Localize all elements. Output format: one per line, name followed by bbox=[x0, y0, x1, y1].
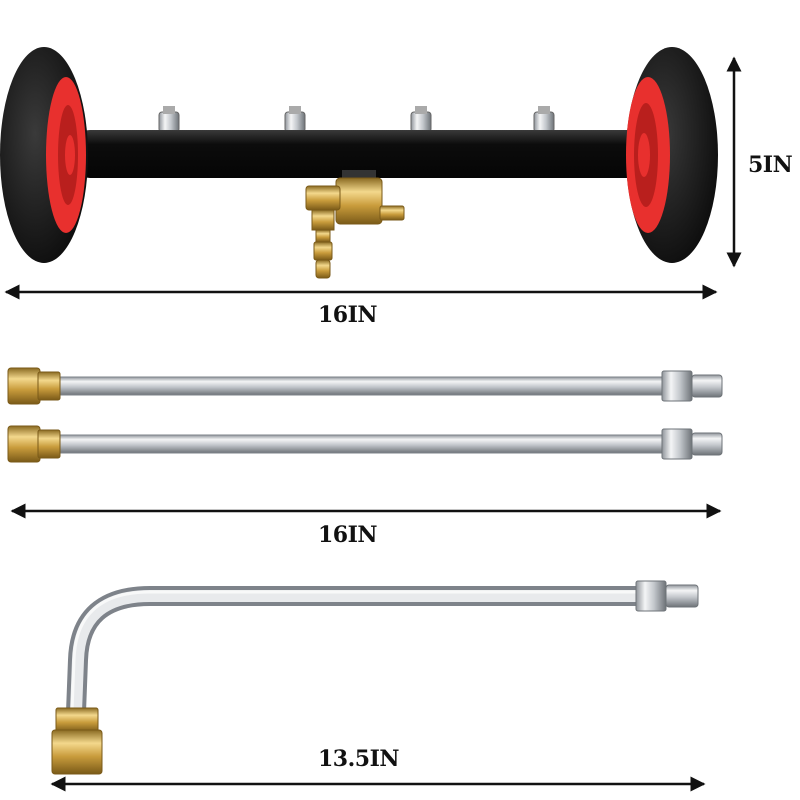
straight-wand-length-label: 16IN bbox=[318, 522, 378, 548]
brass-swivel-fitting bbox=[305, 170, 405, 279]
straight-wand bbox=[7, 367, 723, 405]
spray-bar bbox=[70, 130, 650, 178]
curved-wand-length-label: 13.5IN bbox=[318, 746, 399, 772]
cleaner-width-label: 16IN bbox=[318, 302, 378, 328]
curved-wand bbox=[51, 580, 699, 775]
left-wheel bbox=[0, 47, 88, 263]
right-wheel bbox=[626, 47, 718, 263]
spray-nozzle bbox=[284, 106, 306, 133]
straight-wand bbox=[7, 425, 723, 463]
spray-nozzle bbox=[410, 106, 432, 133]
undercarriage-cleaner bbox=[0, 47, 718, 279]
spray-nozzles bbox=[158, 106, 555, 133]
spray-nozzle bbox=[533, 106, 555, 133]
spray-nozzle bbox=[158, 106, 180, 133]
cleaner-height-label: 5IN bbox=[748, 152, 793, 178]
